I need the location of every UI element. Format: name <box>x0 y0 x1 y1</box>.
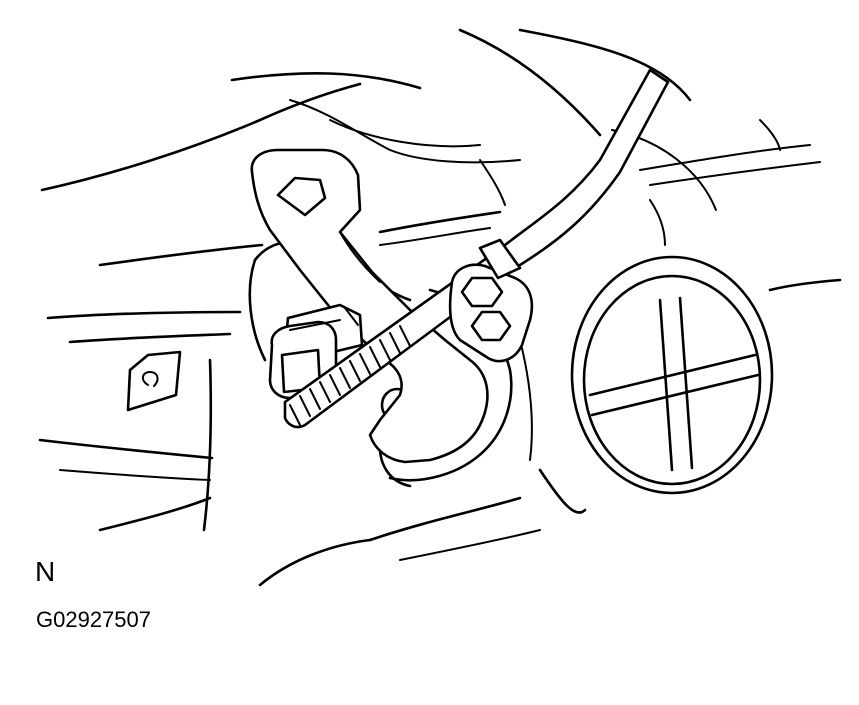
wire-harness <box>283 68 670 429</box>
engine-block-contours <box>38 28 842 587</box>
left-clip <box>126 350 182 412</box>
view-letter: N <box>35 556 56 587</box>
pulley-wheel <box>570 255 774 495</box>
clamp-and-bolts <box>448 238 534 363</box>
figure-code: G02927507 <box>36 607 151 632</box>
